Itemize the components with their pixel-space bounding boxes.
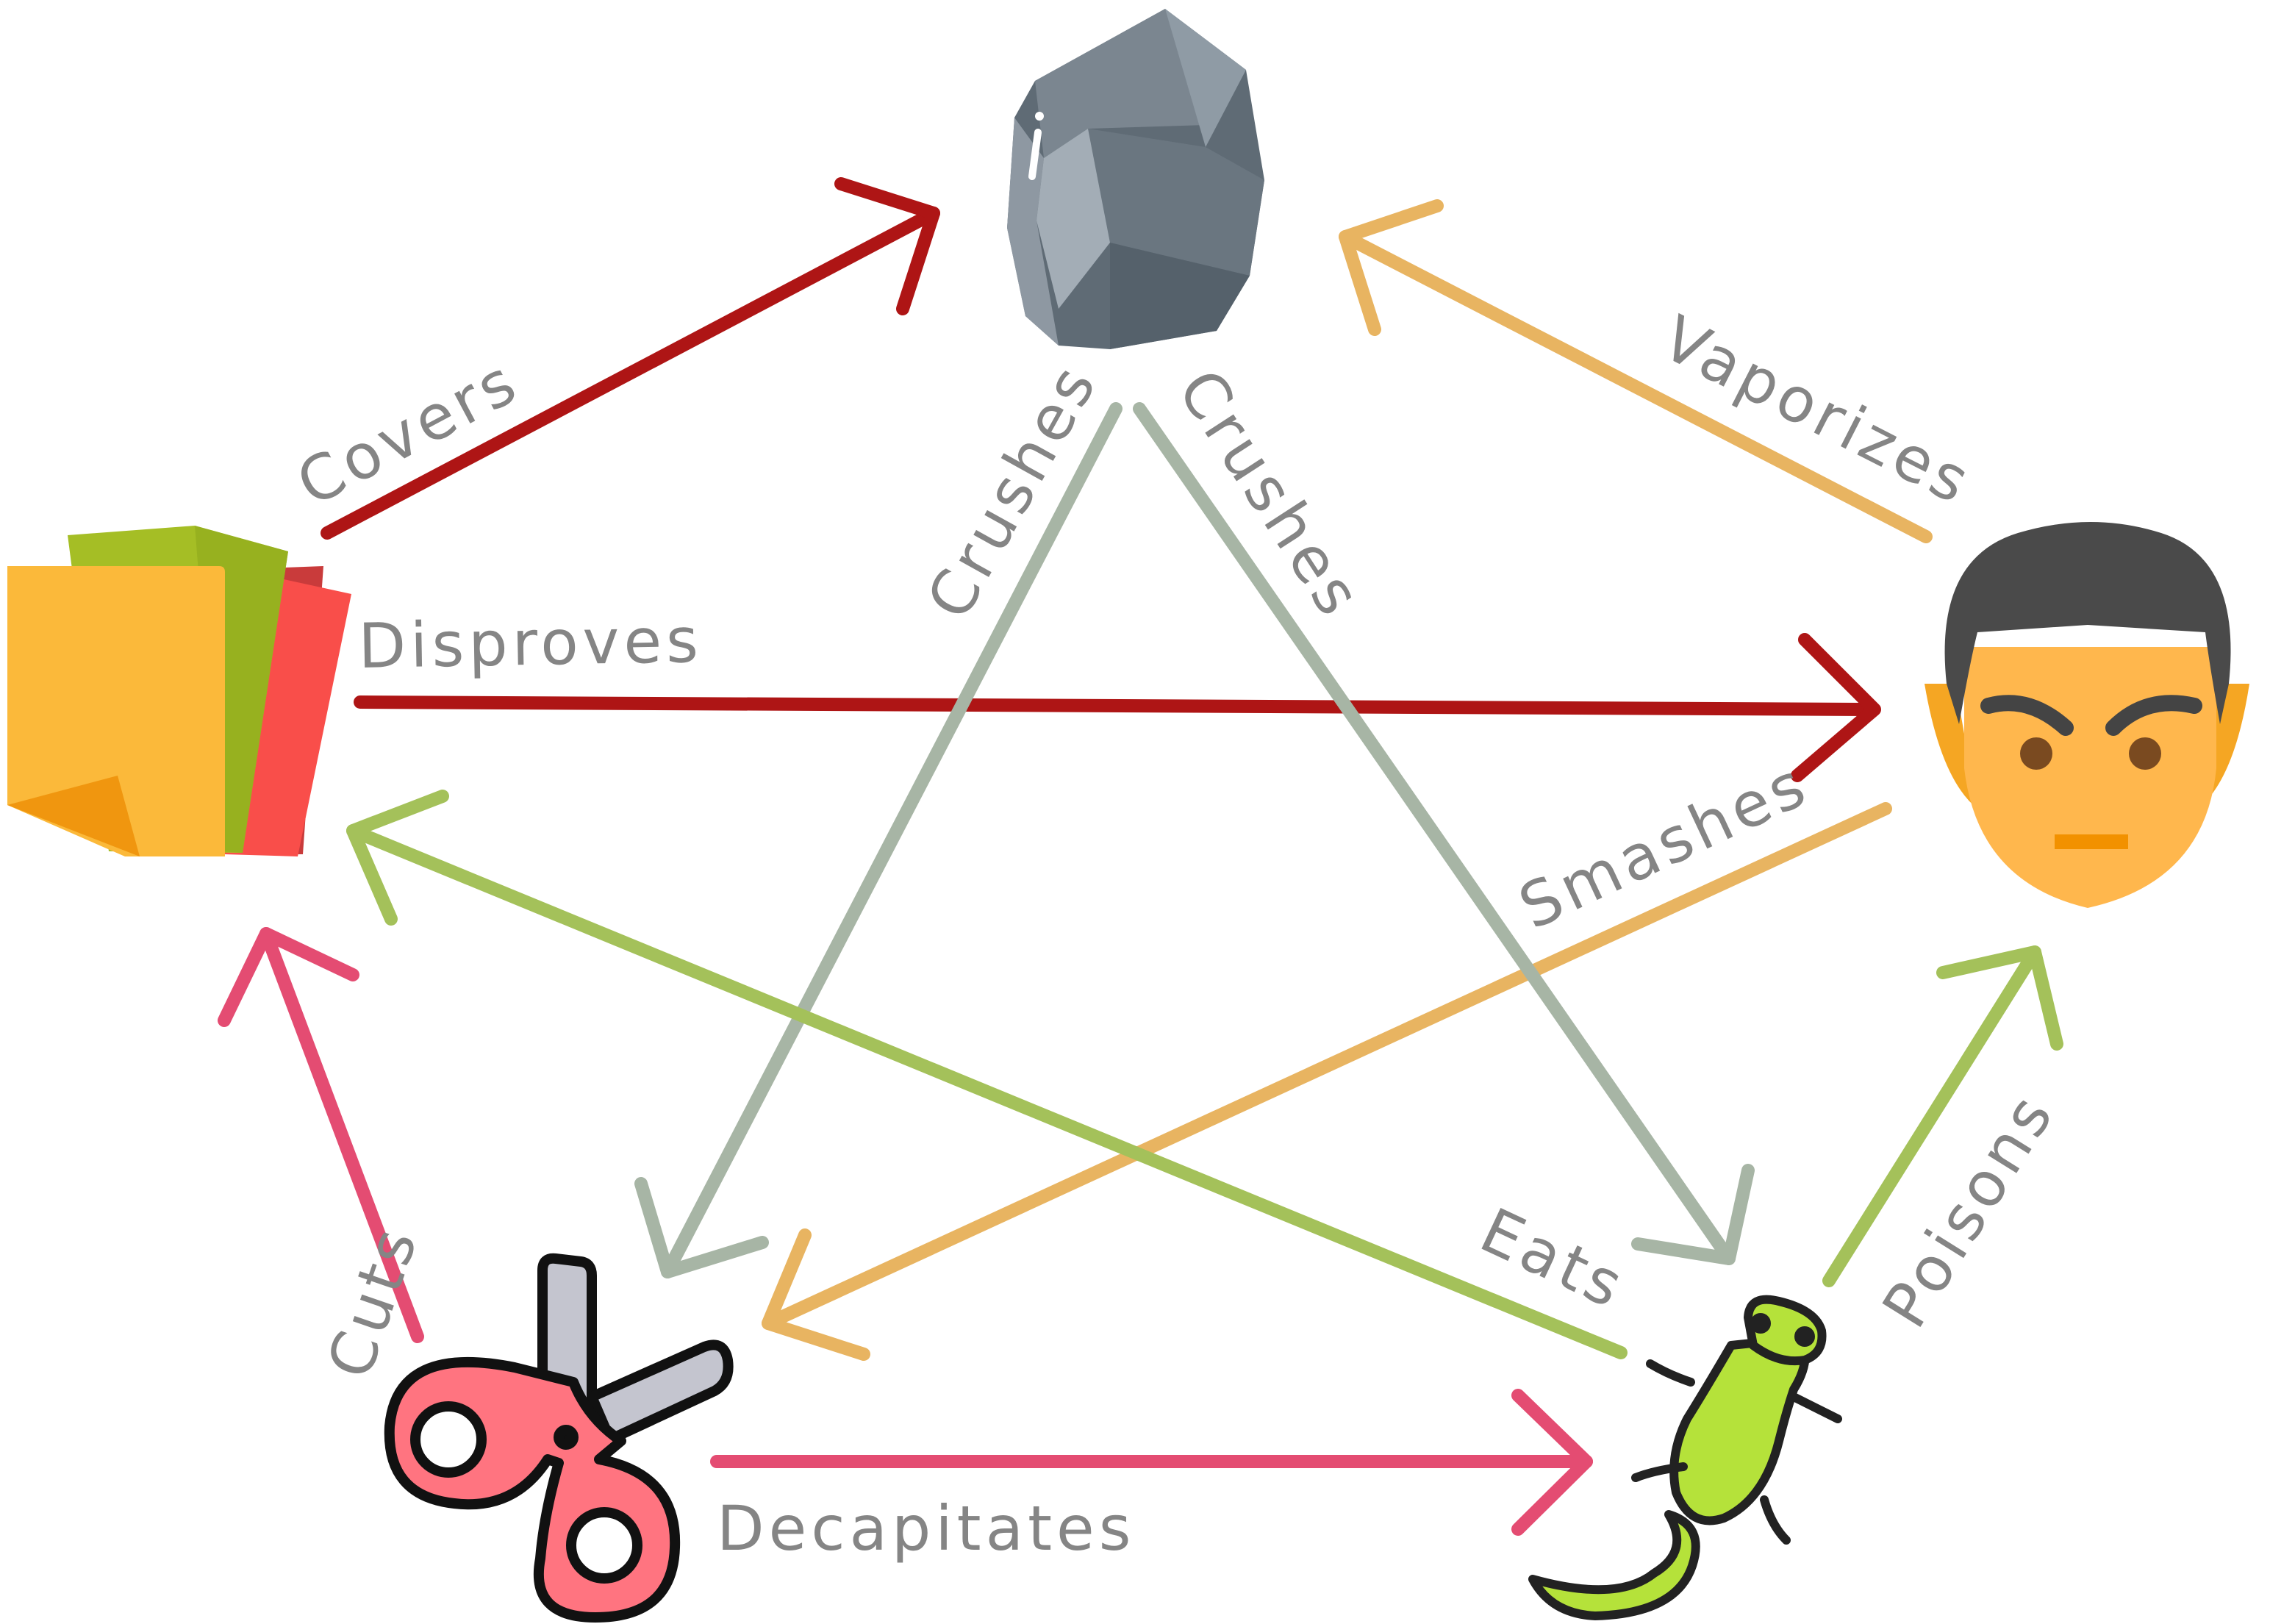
- arrow-lizard-poisons-spock: [1822, 945, 2063, 1287]
- arrow-paper-disproves-spock: [354, 633, 1881, 782]
- lizard-icon: [1528, 1295, 1842, 1620]
- label-crushes-left: Crushes: [913, 351, 1111, 631]
- arrow-spock-smashes-scissors: [762, 802, 1892, 1361]
- scissors-icon: [384, 1253, 734, 1623]
- rock-icon: [1007, 9, 1264, 349]
- arrow-scissors-cuts-paper: [218, 927, 424, 1343]
- arrow-spock-vaporizes-rock: [1339, 199, 1933, 543]
- arrow-scissors-decapitates-lizard: [710, 1389, 1593, 1536]
- spock-face-icon: [1925, 522, 2249, 908]
- label-disproves: Disproves: [358, 604, 703, 682]
- arrow-paper-covers-rock: [321, 177, 940, 540]
- label-cuts: Cuts: [313, 1216, 432, 1387]
- arrow-rock-crushes-scissors: [634, 402, 1123, 1278]
- label-decapitates: Decapitates: [717, 1492, 1135, 1564]
- label-poisons: Poisons: [1869, 1079, 2069, 1339]
- arrow-rock-crushes-lizard: [1133, 402, 1755, 1265]
- paper-icon: [7, 526, 351, 856]
- arrow-lizard-eats-paper: [346, 790, 1628, 1359]
